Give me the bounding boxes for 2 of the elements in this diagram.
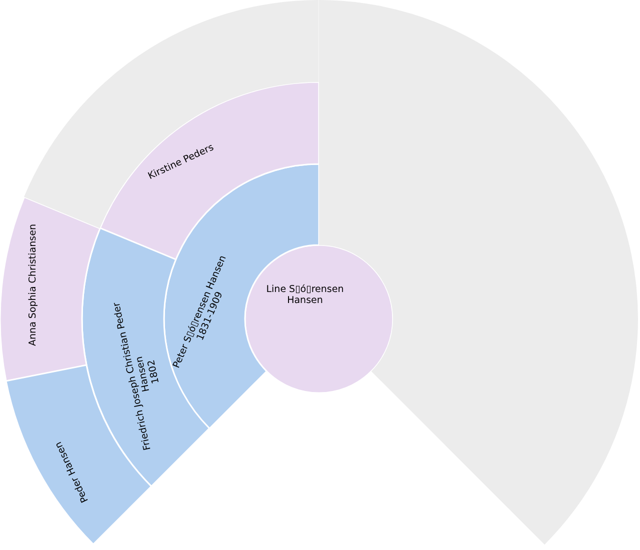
- person-name: Anna Sophia Christiansen: [28, 223, 38, 348]
- person-name: Line S▯ó▯rensen Hansen: [265, 284, 345, 306]
